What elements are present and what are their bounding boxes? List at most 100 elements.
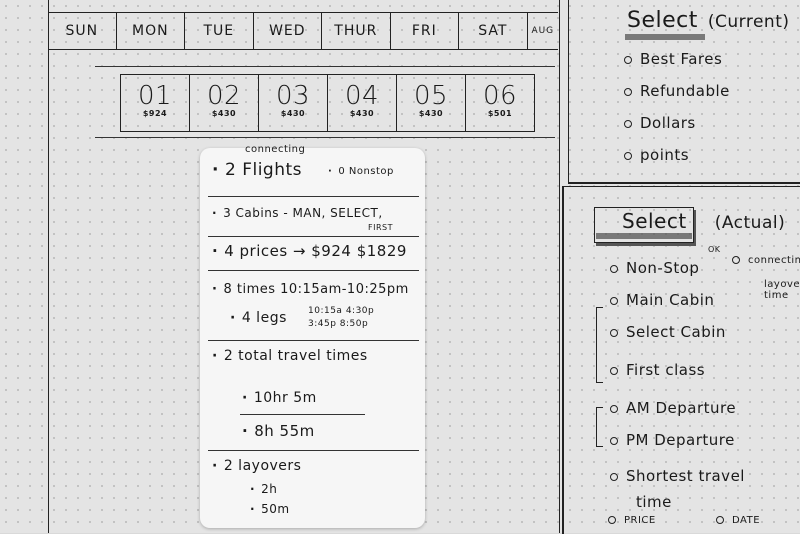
option-am-departure[interactable]: AM Departure [610,399,736,417]
divider [208,270,419,271]
radio-icon [610,296,618,305]
day-thur[interactable]: THUR [322,13,391,49]
layover-2: 50m [250,502,290,516]
select-actual-panel: Select(Actual) Non-Stop OK connecting la… [562,186,800,534]
cabins-count: 3 Cabins - MAN, SELECT, [212,206,383,220]
select-title: Select [622,209,687,233]
day-sun[interactable]: SUN [48,13,117,49]
date-price: $501 [487,109,513,118]
divider [240,414,365,415]
option-label: First class [626,361,706,379]
radio-icon [610,436,618,445]
option-label: AM Departure [626,399,737,417]
panel-title: Select (Current) [627,8,790,33]
option-label: Main Cabin [626,291,715,309]
radio-icon [624,119,632,128]
date-row: 01 $924 02 $430 03 $430 04 $430 05 $430 … [120,74,535,132]
cabin-bracket [596,307,603,383]
select-current-panel: Select (Current) Best Fares Refundable Do… [568,0,800,184]
day-header: SUN MON TUE WED THUR FRI SAT AUG [48,12,558,50]
next-month-aug[interactable]: AUG [531,26,555,36]
option-select-cabin[interactable]: Select Cabin [610,323,726,341]
ok-note: OK [708,245,721,254]
connecting-label: connecting [245,144,306,155]
radio-icon [624,55,632,64]
select-dropdown-box[interactable] [594,207,694,243]
leg-times-1: 10:15a 4:30p [308,306,375,316]
radio-icon [610,264,618,273]
date-cell[interactable]: 05 $430 [396,74,465,132]
title-highlight [596,233,692,239]
date-number: 05 [413,81,449,111]
radio-icon [610,366,618,375]
departure-bracket [596,407,603,447]
nonstop-count: 0 Nonstop [328,166,394,177]
option-label: Shortest travel [626,467,745,485]
travel-time-1: 10hr 5m [242,390,317,406]
option-label: points [640,146,690,164]
date-number: 02 [206,81,242,111]
option-refundable[interactable]: Refundable [624,82,730,100]
layover-time-note: layover time [764,279,800,301]
legs-count: 4 legs [230,310,287,326]
option-label: PM Departure [626,431,735,449]
date-cell[interactable]: 04 $430 [327,74,396,132]
panel-subtitle: (Current) [707,12,790,32]
divider [208,450,419,451]
option-points[interactable]: points [624,146,689,164]
panel-title: Select(Actual) [622,209,785,233]
radio-icon [610,328,618,337]
option-pm-departure[interactable]: PM Departure [610,431,735,449]
date-cell[interactable]: 03 $430 [258,74,327,132]
radio-icon [716,516,724,524]
date-cell[interactable]: 01 $924 [120,74,189,132]
date-price: $430 [349,109,375,118]
date-band [95,66,555,138]
divider [208,196,419,197]
option-label: DATE [732,515,761,526]
date-number: 06 [482,81,518,111]
option-price[interactable]: PRICE [608,515,656,526]
option-connecting[interactable]: connecting [732,255,800,266]
option-main-cabin[interactable]: Main Cabin [610,291,714,309]
option-nonstop[interactable]: Non-Stop [610,259,699,277]
day-mon[interactable]: MON [117,13,186,49]
flight-details-card: connecting 2 Flights 0 Nonstop 3 Cabins … [200,144,425,528]
divider [208,236,419,237]
day-sat[interactable]: SAT [459,13,528,49]
option-label: connecting [748,255,800,266]
layovers-count: 2 layovers [212,458,301,474]
date-number: 03 [275,81,311,111]
prices-count: 4 prices → $924 $1829 [212,242,407,260]
option-label: Select Cabin [626,323,726,341]
option-first-class[interactable]: First class [610,361,705,379]
radio-icon [624,151,632,160]
date-cell[interactable]: 06 $501 [465,74,535,132]
date-price: $430 [211,109,237,118]
option-label: PRICE [624,515,656,526]
cabins-first: FIRST [368,223,393,232]
day-tue[interactable]: TUE [185,13,254,49]
flights-count: 2 Flights [212,160,302,180]
shortest-travel-cont: time [636,493,672,511]
option-shortest-travel[interactable]: Shortest travel [610,467,745,485]
option-date[interactable]: DATE [716,515,760,526]
option-dollars[interactable]: Dollars [624,114,696,132]
option-label: Non-Stop [626,259,700,277]
radio-icon [610,404,618,413]
option-best-fares[interactable]: Best Fares [624,50,722,68]
day-fri[interactable]: FRI [391,13,460,49]
calendar-frame [48,0,560,533]
date-price: $924 [142,109,168,118]
date-cell[interactable]: 02 $430 [189,74,258,132]
layover-1: 2h [250,482,277,496]
day-wed[interactable]: WED [254,13,323,49]
select-title: Select [627,8,698,33]
option-label: Best Fares [640,50,723,68]
leg-times-2: 3:45p 8:50p [308,319,369,329]
travel-times-count: 2 total travel times [212,348,368,364]
title-highlight [625,34,705,40]
radio-icon [624,87,632,96]
option-label: Refundable [640,82,730,100]
date-price: $430 [280,109,306,118]
